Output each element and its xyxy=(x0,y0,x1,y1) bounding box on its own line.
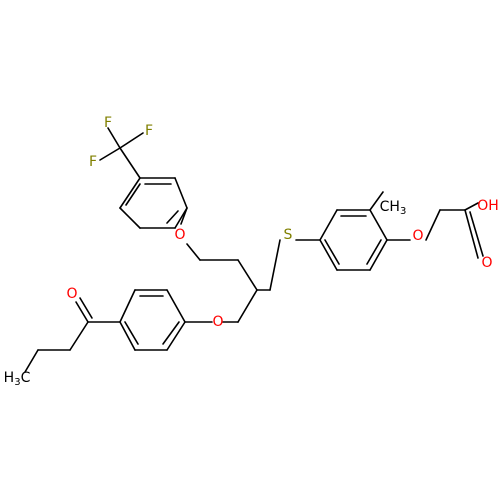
bond-24 xyxy=(119,289,136,323)
bond-12 xyxy=(125,183,141,206)
bond-5 xyxy=(174,177,188,209)
bond-43 xyxy=(319,239,338,271)
bond-53 xyxy=(469,211,484,257)
bond-3 xyxy=(119,147,141,179)
bond-1 xyxy=(119,132,144,149)
bond-13 xyxy=(180,207,188,225)
bond-30 xyxy=(162,321,180,345)
bond-11 xyxy=(166,210,179,224)
bond-40 xyxy=(369,209,388,241)
bond-0 xyxy=(107,127,121,149)
bond-47 xyxy=(369,191,384,211)
bond-8 xyxy=(119,207,141,229)
bond-45 xyxy=(366,239,382,265)
bond-36 xyxy=(24,349,39,373)
bond-25 xyxy=(119,321,136,351)
bond-27 xyxy=(166,321,186,351)
atom-h3c: H3C xyxy=(4,370,31,388)
bond-19 xyxy=(269,239,281,291)
atom-o-ether-top: O xyxy=(174,227,185,243)
bond-33 xyxy=(79,297,93,319)
atom-labels: F F F O O O S CH3 O OH O H3C xyxy=(4,115,499,388)
bond-14 xyxy=(186,243,201,261)
bond-29 xyxy=(124,321,139,345)
atom-f2: F xyxy=(145,123,153,139)
bond-52 xyxy=(464,209,479,259)
bond-22 xyxy=(166,289,186,323)
bond-9 xyxy=(119,177,141,209)
atom-ch3-top: CH3 xyxy=(380,199,407,217)
atom-oh: OH xyxy=(477,198,499,214)
bond-38 xyxy=(319,209,338,241)
atom-o-ether-mid: O xyxy=(212,314,223,330)
bond-34 xyxy=(69,321,89,351)
atom-o-ether-right: O xyxy=(412,228,423,244)
bond-17 xyxy=(237,289,258,323)
atom-s: S xyxy=(284,227,293,243)
bond-46 xyxy=(324,239,340,265)
bonds xyxy=(24,127,484,373)
atom-o-acid: O xyxy=(481,255,492,271)
bond-41 xyxy=(369,239,388,271)
atom-o-ketone: O xyxy=(66,286,77,302)
atom-f1: F xyxy=(104,115,112,131)
atom-f3: F xyxy=(89,154,97,170)
bond-32 xyxy=(75,301,89,323)
bond-51 xyxy=(464,202,479,211)
bond-49 xyxy=(425,209,441,241)
bond-16 xyxy=(237,259,258,291)
bond-2 xyxy=(99,147,121,161)
